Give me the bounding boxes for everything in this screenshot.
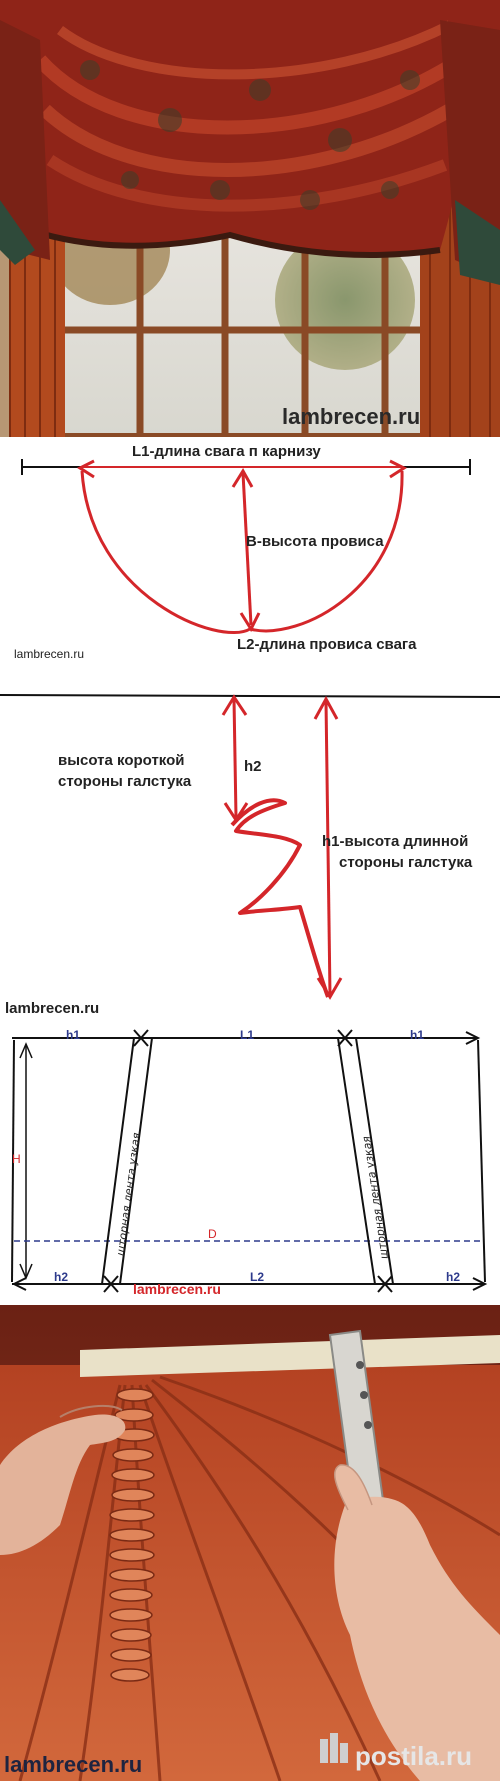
- h2-label: h2: [244, 758, 262, 775]
- short-side-label-line2: стороны галстука: [58, 773, 192, 790]
- jabot-height-diagram: высота короткой стороны галстука h2 h1-в…: [0, 685, 500, 1020]
- tape-strip-left: [100, 1037, 154, 1285]
- watermark: lambrecen.ru: [4, 1752, 143, 1777]
- swag-pattern-diagram: h1 L1 h1 H D h2 L2 h2 шторная лента узка…: [0, 1020, 500, 1305]
- watermark: lambrecen.ru: [14, 647, 85, 661]
- watermark: lambrecen.ru: [133, 1281, 221, 1297]
- long-side-label-line1: h1-высота длинной: [322, 833, 469, 850]
- b-label: В-высота провиса: [246, 533, 384, 550]
- sag-height-arrow: [241, 472, 253, 626]
- gathering-curtain-photo: postila.ru lambrecen.ru: [0, 1305, 500, 1781]
- swag-curtain-photo: lambrecen.ru: [0, 0, 500, 437]
- l1-label: L1: [240, 1028, 255, 1042]
- pattern-drawing: [11, 1029, 488, 1293]
- cornice-line: [0, 694, 500, 698]
- long-side-label-line2: стороны галстука: [339, 854, 473, 871]
- h-label: H: [12, 1152, 21, 1166]
- l2-label: L2: [250, 1270, 265, 1284]
- watermark: lambrecen.ru: [5, 1000, 100, 1017]
- d-label: D: [208, 1227, 217, 1241]
- jabot-diagram-drawing: [0, 694, 500, 1000]
- l1-label: L1-длина свага п карнизу: [132, 443, 321, 460]
- swag-diagram-drawing: [21, 459, 471, 634]
- postila-logo: postila.ru: [355, 1741, 473, 1771]
- short-side-arrow: [232, 698, 238, 818]
- short-side-label-line1: высота короткой: [58, 752, 185, 769]
- h1-left-label: h1: [66, 1028, 81, 1042]
- tape-strip-right: [336, 1037, 395, 1285]
- swag-curtain-illustration: [0, 0, 500, 437]
- long-side-arrow: [324, 700, 332, 996]
- gathering-illustration: [0, 1305, 500, 1781]
- swag-curve: [80, 470, 404, 634]
- l2-label: L2-длина провиса свага: [237, 636, 417, 653]
- h2-left-label: h2: [54, 1270, 69, 1284]
- swag-measurement-diagram: L1-длина свага п карнизу В-высота провис…: [0, 437, 500, 685]
- h1-right-label: h1: [410, 1028, 425, 1042]
- jabot-profile: [230, 798, 330, 998]
- h2-right-label: h2: [446, 1270, 461, 1284]
- watermark: lambrecen.ru: [282, 404, 421, 429]
